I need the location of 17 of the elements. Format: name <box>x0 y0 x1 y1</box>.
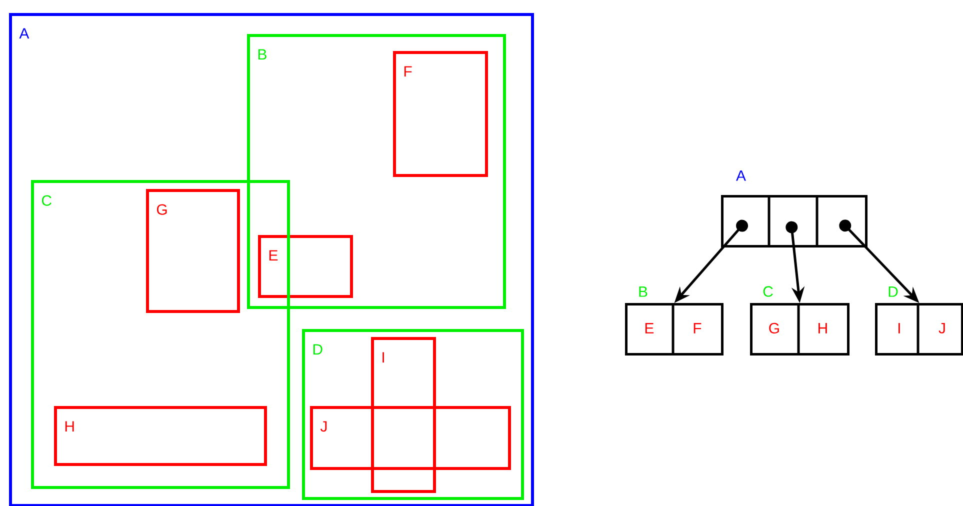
entry-cell: G <box>769 322 779 334</box>
entry-cell: E <box>645 323 654 334</box>
entry-cell: J <box>938 322 945 334</box>
node-label: C <box>763 286 773 297</box>
region-rectangle: G <box>146 189 240 313</box>
region-rectangle: E <box>258 235 353 298</box>
region-rectangle: I <box>371 337 436 493</box>
node-label: D <box>888 286 898 297</box>
entry-cell: F <box>694 323 702 334</box>
node-label: A <box>736 170 746 181</box>
region-rectangle: H <box>54 406 267 466</box>
entry-cell: H <box>818 323 827 334</box>
region-rectangle: F <box>393 51 488 177</box>
entry-cell: I <box>898 323 900 334</box>
node-label: B <box>639 286 648 297</box>
region-rectangle: J <box>310 406 511 470</box>
tree-node: A <box>721 170 868 248</box>
